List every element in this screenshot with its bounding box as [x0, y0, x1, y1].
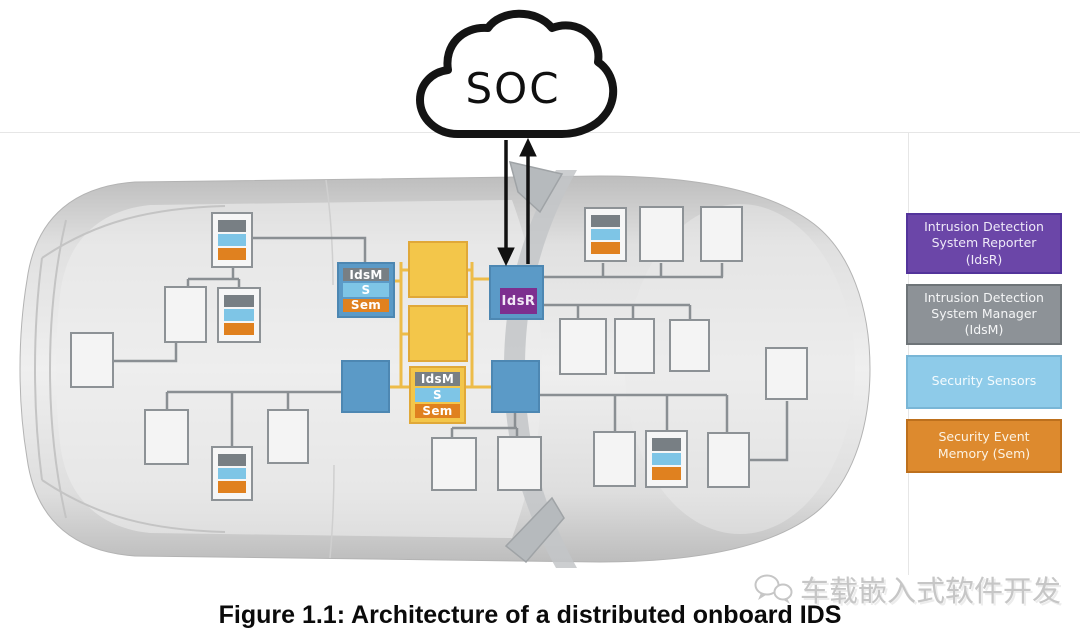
manager-stripe	[591, 215, 620, 227]
sensor-stripe	[218, 467, 246, 480]
legend-item-sem: Security Event Memory (Sem)	[906, 418, 1062, 473]
ecu-with-security-sensor-stack	[584, 207, 627, 262]
bus-line	[114, 343, 178, 363]
manager-stripe	[224, 295, 254, 307]
sensor-bar-label: S	[343, 283, 389, 297]
rear-body-seams	[33, 205, 226, 533]
sem-stripe	[218, 481, 246, 494]
ecu-with-security-sensor-stack	[211, 212, 253, 268]
central-computer-box	[408, 241, 468, 298]
ecu-box	[593, 431, 636, 487]
side-mirror-bottom	[504, 496, 565, 564]
legend-item-label: Security Sensors	[931, 373, 1037, 389]
idsm-unit-box: IdsM S Sem	[409, 366, 466, 424]
ecu-box	[639, 206, 684, 262]
ecu-box	[267, 409, 309, 464]
ecu-box	[614, 318, 655, 374]
central-computer-box	[408, 305, 468, 362]
legend-item-label: Security Event Memory (Sem)	[937, 429, 1031, 461]
sem-bar-label: Sem	[343, 298, 389, 312]
ecu-box	[559, 318, 607, 375]
sensor-stripe	[652, 452, 681, 466]
ecu-box	[144, 409, 189, 465]
ecu-with-security-sensor-stack	[217, 287, 261, 343]
manager-stripe	[218, 220, 246, 232]
side-mirror-top	[508, 160, 564, 214]
bus-line	[750, 401, 789, 462]
legend-item-idsr: Intrusion Detection System Reporter (Ids…	[906, 213, 1062, 274]
ecu-box	[497, 436, 542, 491]
legend: Intrusion Detection System Reporter (Ids…	[906, 213, 1062, 483]
watermark-text: 车载嵌入式软件开发	[800, 574, 1062, 608]
ecu-box	[700, 206, 743, 262]
legend-item-label: Intrusion Detection System Manager (IdsM…	[924, 289, 1044, 338]
sem-stripe	[591, 242, 620, 255]
legend-item-sensors: Security Sensors	[906, 354, 1062, 409]
door-seams	[325, 179, 335, 559]
sensor-stripe	[224, 309, 254, 321]
watermark: 车载嵌入式软件开发	[752, 568, 1061, 610]
sensor-stripe	[218, 234, 246, 246]
ecu-with-security-sensor-stack	[211, 446, 253, 501]
ecu-with-security-sensor-stack	[645, 430, 688, 488]
idsm-bar-label: IdsM	[343, 268, 389, 282]
ecu-box	[669, 319, 710, 372]
sem-stripe	[218, 248, 246, 260]
network-switch-box	[491, 360, 540, 413]
idsm-bar-label: IdsM	[415, 372, 460, 386]
sensor-bar-label: S	[415, 388, 460, 402]
sem-stripe	[652, 467, 681, 481]
bus-line	[253, 236, 367, 263]
network-switch-box	[341, 360, 390, 413]
sem-bar-label: Sem	[415, 404, 460, 418]
ecu-box	[164, 286, 207, 343]
sensor-stripe	[591, 228, 620, 241]
legend-item-label: Intrusion Detection System Reporter (Ids…	[924, 219, 1044, 267]
ecu-box	[431, 437, 477, 491]
ecu-box	[70, 332, 114, 388]
manager-stripe	[652, 438, 681, 451]
ecu-box	[707, 432, 750, 488]
legend-item-idsm: Intrusion Detection System Manager (IdsM…	[906, 283, 1062, 345]
figure-caption: Figure 1.1: Architecture of a distribute…	[218, 601, 842, 629]
idsr-gateway-box: IdsR	[489, 265, 544, 320]
wechat-bubbles-icon	[754, 574, 793, 604]
soc-cloud-label: SOC	[465, 64, 561, 113]
legend-margin-line	[908, 132, 909, 575]
manager-stripe	[218, 454, 246, 466]
ecu-box	[765, 347, 808, 400]
idsr-label: IdsR	[500, 288, 537, 314]
sem-stripe	[224, 323, 254, 335]
